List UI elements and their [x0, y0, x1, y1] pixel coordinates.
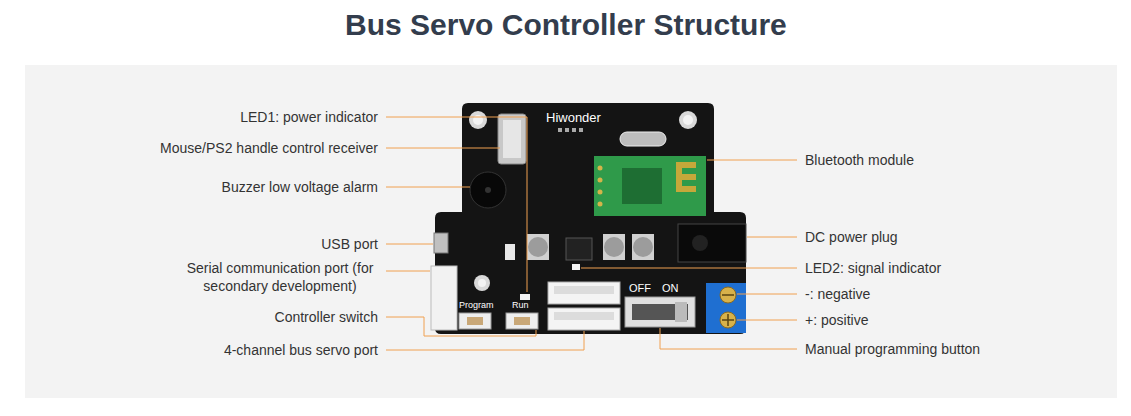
callout-label: Controller switch [275, 308, 378, 326]
callout-label: LED2: signal indicator [805, 259, 941, 277]
callout-label: Manual programming button [805, 340, 980, 358]
callout-label: DC power plug [805, 228, 898, 246]
callout-label: -: negative [805, 285, 870, 303]
callout-label: USB port [321, 235, 378, 253]
callout-label: 4-channel bus servo port [224, 341, 378, 359]
callout-label: Bluetooth module [805, 151, 914, 169]
callout-label: Buzzer low voltage alarm [222, 178, 378, 196]
diagram-title: Bus Servo Controller Structure [345, 7, 787, 43]
callout-label: LED1: power indicator [240, 108, 378, 126]
callout-label: Serial communication port (for secondary… [182, 259, 378, 295]
board-silkscreen: ON [662, 282, 679, 295]
board-silkscreen: Program [459, 300, 494, 311]
board-silkscreen: Run [512, 300, 529, 311]
callout-label: +: positive [805, 311, 868, 329]
board-silkscreen: Hiwonder [546, 110, 601, 125]
board-silkscreen: OFF [629, 282, 651, 295]
callout-label: Mouse/PS2 handle control receiver [160, 139, 378, 157]
